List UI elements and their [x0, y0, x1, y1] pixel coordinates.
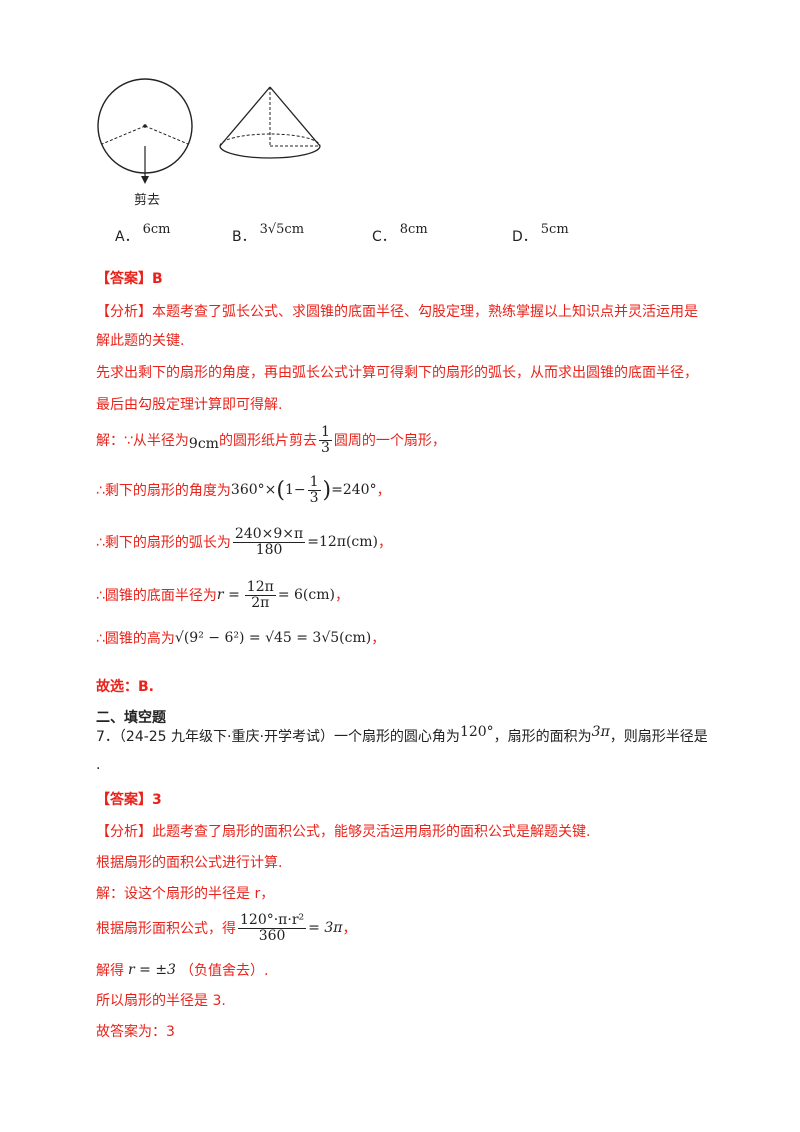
- step4-end: ，: [371, 631, 386, 647]
- q7-solution-line2: 根据扇形面积公式，得 120°·π·r² 360 = 3π ，: [96, 913, 356, 943]
- step3-den: 2π: [251, 594, 270, 611]
- sol-end: 圆周的一个扇形，: [333, 433, 446, 450]
- q7-stem-a: 7．（24-25 九年级下·重庆·开学考试）一个扇形的圆心角为: [96, 729, 460, 745]
- step4-expr: √(9² − 6²) = √45 = 3√5(cm): [174, 630, 372, 646]
- q7-area-fraction: 120°·π·r² 360: [238, 912, 307, 944]
- q7-sol3-b: （负值舍去）.: [179, 963, 269, 979]
- step2-den: 180: [255, 541, 283, 558]
- cut-radius-left: [101, 125, 146, 145]
- q6-choice: 故选：B.: [96, 679, 154, 695]
- step1-c: =240°: [331, 482, 377, 499]
- q7-angle: 120°: [459, 724, 494, 740]
- step1-a: 360°×: [230, 482, 277, 499]
- q6-solution-intro: 解：∵从半径为 9cm 的圆形纸片剪去 1 3 圆周的一个扇形，: [96, 425, 446, 455]
- step1-frac-den: 3: [309, 489, 319, 506]
- step3-text: ∴圆锥的底面半径为: [96, 588, 217, 605]
- sol-prefix: 解：∵从半径为: [96, 433, 189, 450]
- cone-base-front: [219, 145, 321, 159]
- step3-end: ，: [334, 588, 349, 605]
- geometry-figure: [97, 78, 321, 184]
- q6-analysis-line2: 解此题的关键.: [96, 333, 185, 349]
- q6-analysis-line3: 先求出剩下的扇形的角度，再由弧长公式计算可得剩下的扇形的弧长，从而求出圆锥的底面…: [96, 365, 698, 381]
- q6-step3: ∴圆锥的底面半径为 r = 12π 2π = 6(cm) ，: [96, 580, 349, 610]
- q6-analysis-line4: 最后由勾股定理计算即可得解.: [96, 397, 283, 413]
- cut-label: 剪去: [134, 193, 161, 208]
- q7-final-answer: 故答案为：3: [96, 1024, 175, 1040]
- q7-analysis-line1: 【分析】此题考查了扇形的面积公式，能够灵活运用扇形的面积公式是解题关键.: [96, 824, 591, 840]
- q6-step2: ∴剩下的扇形的弧长为 240×9×π 180 =12π(cm) ，: [96, 527, 392, 557]
- q7-answer: 【答案】3: [96, 792, 162, 808]
- cone-side-right: [269, 86, 321, 147]
- frac-num: 1: [318, 424, 332, 441]
- option-a-value: 6cm: [142, 222, 171, 237]
- step2-end: ，: [378, 535, 393, 552]
- step3-res: = 6(cm): [277, 587, 335, 604]
- step3-num: 12π: [244, 579, 276, 596]
- frac-den: 3: [320, 439, 330, 456]
- q7-stem-c: ，则扇形半径是: [609, 729, 708, 745]
- step3-lhs: r =: [216, 587, 240, 604]
- option-b-label: B．: [232, 229, 256, 245]
- q7-sol2-text: 根据扇形面积公式，得: [96, 921, 236, 938]
- cut-radius-right: [144, 125, 189, 145]
- q7-area: 3π: [591, 724, 610, 740]
- option-a-label: A．: [115, 229, 139, 245]
- step1-b: 1−: [284, 482, 306, 499]
- q7-analysis-line2: 根据扇形的面积公式进行计算.: [96, 855, 283, 871]
- q7-solution-line3: 解得 r = ±3 （负值舍去）.: [96, 960, 268, 980]
- step1-frac-num: 1: [307, 474, 321, 491]
- step2-res: =12π(cm): [307, 534, 379, 551]
- q7-sol3-a: 解得: [96, 963, 124, 979]
- q6-analysis-line1: 【分析】本题考查了弧长公式、求圆锥的底面半径、勾股定理，熟练掌握以上知识点并灵活…: [96, 304, 698, 320]
- q6-step4: ∴圆锥的高为 √(9² − 6²) = √45 = 3√5(cm) ，: [96, 628, 385, 648]
- step3-fraction: 12π 2π: [244, 579, 276, 611]
- q6-step1: ∴剩下的扇形的角度为 360°× ( 1− 1 3 ) =240° ，: [96, 475, 391, 505]
- step1-end: ，: [376, 483, 391, 500]
- step4-text: ∴圆锥的高为: [96, 631, 175, 647]
- cone-base-back: [219, 133, 321, 147]
- option-c-value: 8cm: [399, 222, 428, 237]
- option-d-value: 5cm: [540, 222, 569, 237]
- option-b-value: 3√5cm: [259, 222, 305, 237]
- section-title: 二、填空题: [96, 710, 166, 726]
- option-c-label: C．: [372, 229, 396, 245]
- option-d: D．5cm: [512, 222, 569, 246]
- option-d-label: D．: [512, 229, 537, 245]
- q7-sol3-math: r = ±3: [128, 962, 176, 978]
- q7-sol2-end: ，: [342, 921, 357, 938]
- q7-sol2-num: 120°·π·r²: [238, 912, 307, 929]
- step1-text: ∴剩下的扇形的角度为: [96, 483, 231, 500]
- sol-radius: 9cm: [188, 436, 219, 453]
- step1-fraction: 1 3: [307, 474, 321, 506]
- paren-close: ): [322, 477, 332, 503]
- paren-open: (: [276, 477, 285, 503]
- q7-blank-dot: .: [96, 757, 101, 773]
- q7-solution-line4: 所以扇形的半径是 3.: [96, 993, 226, 1009]
- cone-side-left: [219, 86, 271, 147]
- step2-num: 240×9×π: [232, 526, 306, 543]
- option-b: B．3√5cm: [232, 222, 304, 246]
- q7-stem-b: ，扇形的面积为: [493, 729, 592, 745]
- q7-stem: 7．（24-25 九年级下·重庆·开学考试）一个扇形的圆心角为 120° ，扇形…: [96, 724, 708, 746]
- step2-fraction: 240×9×π 180: [232, 526, 306, 558]
- arrow-head-icon: [141, 176, 149, 184]
- q7-sol2-den: 360: [258, 927, 286, 944]
- option-c: C．8cm: [372, 222, 428, 246]
- step2-text: ∴剩下的扇形的弧长为: [96, 535, 231, 552]
- q7-solution-line1: 解：设这个扇形的半径是 r，: [96, 886, 275, 902]
- one-third-fraction: 1 3: [318, 424, 332, 456]
- q6-answer: 【答案】B: [96, 271, 163, 287]
- q7-sol2-res: = 3π: [308, 920, 343, 937]
- sol-mid: 的圆形纸片剪去: [218, 433, 317, 450]
- option-a: A．6cm: [115, 222, 170, 246]
